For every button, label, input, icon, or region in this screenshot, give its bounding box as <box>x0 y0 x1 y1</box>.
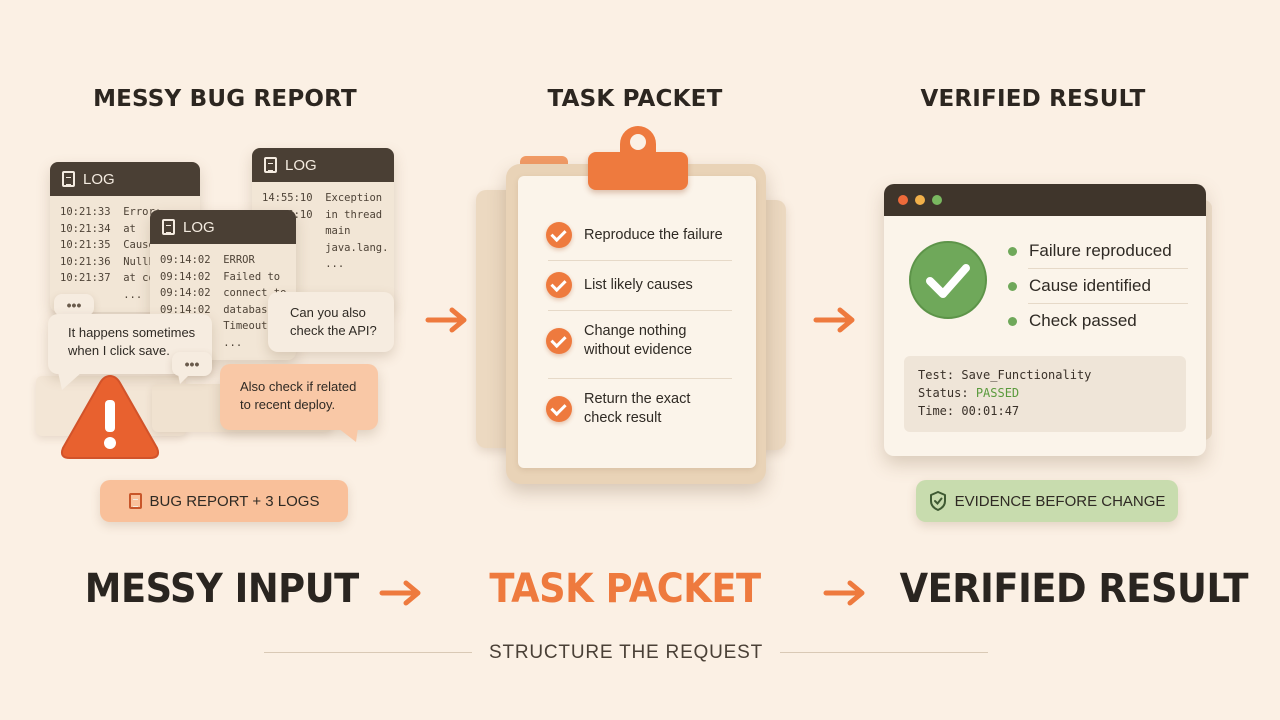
divider <box>548 260 732 261</box>
bubble-tail <box>338 428 358 442</box>
log-text: 14:55:10 Exception 14:55:10 in thread ma… <box>262 192 389 270</box>
result-checklist: Failure reproduced Cause identified Chec… <box>1008 234 1188 338</box>
bubble-tail <box>178 374 190 384</box>
arrow-right-icon <box>823 580 865 606</box>
bubble-text: Also check if related to recent deploy. <box>240 379 357 412</box>
divider <box>1028 268 1188 269</box>
evidence-pill: EVIDENCE BEFORE CHANGE <box>916 480 1178 522</box>
status-value: PASSED <box>975 386 1020 400</box>
log-label: LOG <box>83 170 115 188</box>
log-label: LOG <box>285 156 317 174</box>
speech-bubble-api: Can you also check the API? <box>268 292 394 352</box>
window-dots-icon <box>932 195 942 205</box>
input-summary-pill: BUG REPORT + 3 LOGS <box>100 480 348 522</box>
result-item: Failure reproduced <box>1008 234 1188 268</box>
arrow-right-icon <box>425 307 467 333</box>
test-output: Test: Save_Functionality Status: PASSED … <box>904 356 1186 432</box>
checkmark-icon <box>909 241 987 319</box>
status-dot <box>1008 246 1017 256</box>
window-titlebar <box>884 184 1206 216</box>
shield-icon <box>929 491 946 511</box>
section-title-input: MESSY BUG REPORT <box>93 86 357 112</box>
log-window-header: LOG <box>50 162 200 196</box>
result-item-text: Failure reproduced <box>1029 241 1172 260</box>
task-item: Change nothing without evidence <box>546 322 732 360</box>
test-line: Test: Save_Functionality <box>918 366 1172 384</box>
document-icon <box>62 171 75 187</box>
task-text: Reproduce the failure <box>584 226 723 243</box>
window-dots-icon <box>915 195 925 205</box>
status-label: Status: <box>918 386 969 400</box>
arrow-right-icon <box>379 580 421 606</box>
time-line: Time: 00:01:47 <box>918 402 1172 420</box>
bubble-tail <box>58 372 82 390</box>
status-dot <box>1008 281 1017 291</box>
time-label: Time: <box>918 404 955 418</box>
footer-caption: STRUCTURE THE REQUEST <box>488 642 764 663</box>
document-icon <box>162 219 175 235</box>
divider <box>1028 303 1188 304</box>
result-item-text: Cause identified <box>1029 276 1151 295</box>
task-item: Return the exact check result <box>546 390 732 428</box>
document-icon <box>128 493 142 509</box>
checkmark-icon <box>546 328 572 354</box>
result-item: Check passed <box>1008 304 1188 338</box>
time-value: 00:01:47 <box>961 404 1020 418</box>
task-text: Return the exact check result <box>584 391 691 426</box>
task-item: List likely causes <box>546 272 732 298</box>
task-item: Reproduce the failure <box>546 222 732 248</box>
result-window: Failure reproduced Cause identified Chec… <box>884 184 1206 456</box>
checkmark-icon <box>546 222 572 248</box>
divider <box>548 378 732 379</box>
section-title-result: VERIFIED RESULT <box>920 86 1146 112</box>
typing-dots-bubble: ••• <box>54 294 94 316</box>
status-dot <box>1008 316 1017 326</box>
footer-line-right <box>780 652 988 653</box>
document-icon <box>264 157 277 173</box>
pill-label: BUG REPORT + 3 LOGS <box>149 492 320 510</box>
pill-label: EVIDENCE BEFORE CHANGE <box>954 492 1166 510</box>
task-text: Change nothing without evidence <box>584 323 693 358</box>
section-title-packet: TASK PACKET <box>547 86 723 112</box>
status-line: Status: PASSED <box>918 384 1172 402</box>
log-window-header: LOG <box>150 210 296 244</box>
divider <box>548 310 732 311</box>
window-dots-icon <box>898 195 908 205</box>
task-text: List likely causes <box>584 276 693 293</box>
headline-messy-input: MESSY INPUT <box>84 566 359 612</box>
clipboard-paper: Reproduce the failure List likely causes… <box>518 176 756 468</box>
bubble-text: Can you also check the API? <box>290 305 377 338</box>
speech-bubble-deploy: Also check if related to recent deploy. <box>220 364 378 430</box>
typing-dots-bubble: ••• <box>172 352 212 376</box>
checkmark-icon <box>546 396 572 422</box>
warning-icon <box>60 375 160 459</box>
headline-task-packet: TASK PACKET <box>489 566 761 612</box>
bubble-text: It happens sometimes when I click save. <box>68 325 196 358</box>
result-item-text: Check passed <box>1029 311 1137 330</box>
footer-line-left <box>264 652 472 653</box>
arrow-right-icon <box>813 307 855 333</box>
test-label: Test: <box>918 368 955 382</box>
test-value: Save_Functionality <box>961 368 1092 382</box>
result-item: Cause identified <box>1008 269 1188 303</box>
log-window-header: LOG <box>252 148 394 182</box>
clipboard-clip-hole <box>630 134 646 150</box>
checkmark-icon <box>546 272 572 298</box>
log-text: 09:14:02 ERROR 09:14:02 Failed to 09:14:… <box>160 254 286 349</box>
headline-verified-result: VERIFIED RESULT <box>899 566 1249 612</box>
log-label: LOG <box>183 218 215 236</box>
